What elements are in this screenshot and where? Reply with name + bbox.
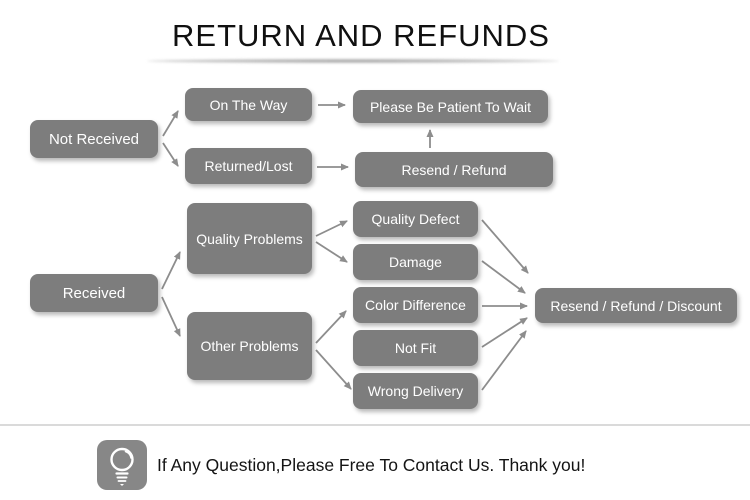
node-received: Received (30, 274, 158, 312)
node-not-fit: Not Fit (353, 330, 478, 366)
node-please-wait: Please Be Patient To Wait (353, 90, 548, 123)
node-resend-refund-discount: Resend / Refund / Discount (535, 288, 737, 323)
node-other-problems: Other Problems (187, 312, 312, 380)
arrow-received-to-quality-problems (161, 251, 181, 290)
arrow-other-problems-to-wrong-delivery (315, 349, 352, 390)
node-returned-lost: Returned/Lost (185, 148, 312, 184)
footer-divider (0, 424, 750, 426)
node-on-the-way: On The Way (185, 88, 312, 121)
flow-arrows (161, 101, 529, 391)
node-quality-problems: Quality Problems (187, 203, 312, 274)
arrow-other-problems-to-color-difference (315, 310, 347, 344)
node-not-received: Not Received (30, 120, 158, 158)
arrow-quality-defect-to-discount (481, 219, 529, 274)
arrow-wrong-delivery-to-discount (481, 330, 527, 391)
node-color-difference: Color Difference (353, 287, 478, 323)
arrow-not-received-to-on-the-way (162, 110, 179, 137)
arrow-quality-problems-to-quality-defect (315, 220, 348, 237)
node-resend-refund: Resend / Refund (355, 152, 553, 187)
arrow-not-fit-to-discount (481, 317, 528, 348)
arrow-received-to-other-problems (161, 296, 181, 337)
lightbulb-icon (97, 440, 147, 490)
page-title: RETURN AND REFUNDS (172, 18, 550, 53)
node-wrong-delivery: Wrong Delivery (353, 373, 478, 409)
title-underline (147, 59, 559, 63)
footer: If Any Question,Please Free To Contact U… (97, 440, 585, 490)
node-quality-defect: Quality Defect (353, 201, 478, 237)
arrow-quality-problems-to-damage (315, 241, 348, 263)
node-damage: Damage (353, 244, 478, 280)
footer-text: If Any Question,Please Free To Contact U… (157, 454, 586, 475)
arrow-damage-to-discount (481, 260, 526, 294)
arrow-not-received-to-returned-lost (162, 142, 179, 167)
